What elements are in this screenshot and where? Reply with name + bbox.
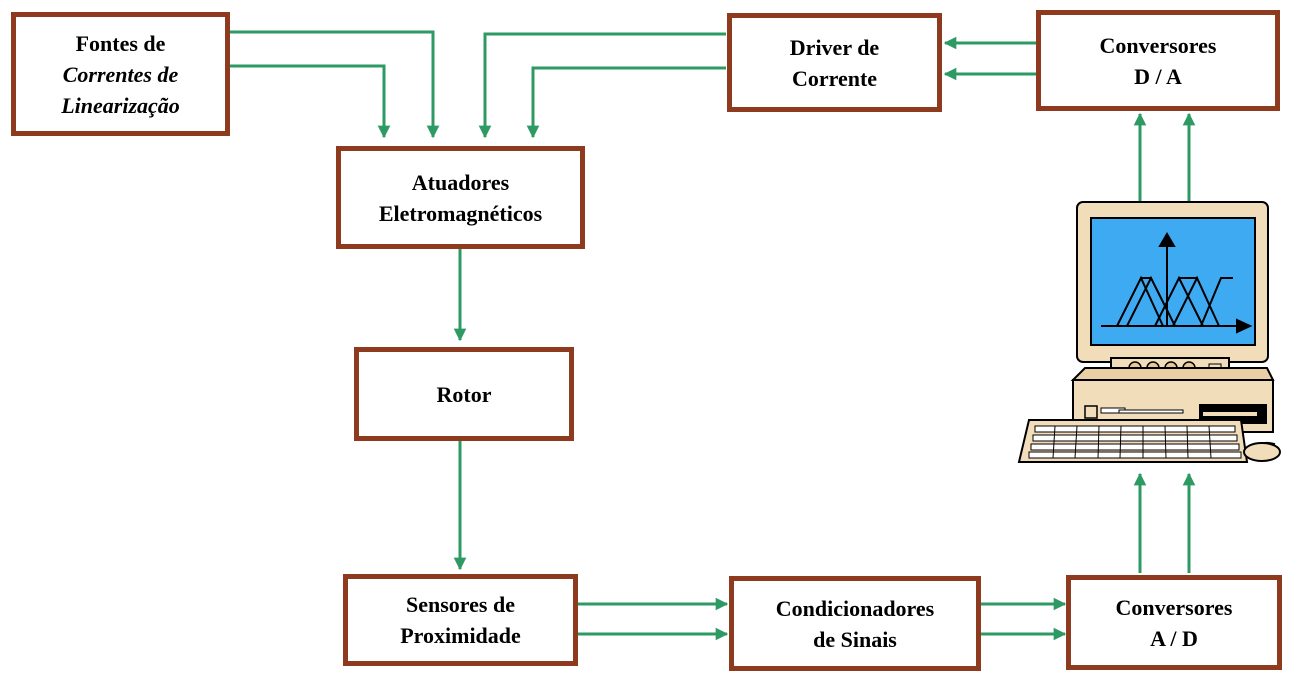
driver-de-corrente-box: Driver de Corrente (727, 13, 942, 112)
keyboard-icon (1017, 419, 1249, 463)
rotor-box: Rotor (354, 347, 574, 441)
condicionadores-label-line1: Condicionadores (775, 595, 935, 621)
sensores-label-line2: Proximidade (400, 623, 521, 648)
driver-label-line2: Corrente (791, 65, 878, 91)
fontes-label-line1: Fontes de (75, 30, 166, 56)
driver-label-line1: Driver de (789, 34, 880, 60)
computer-icon (1017, 201, 1281, 463)
condicionadores-de-sinais-box: Condicionadores de Sinais (729, 576, 981, 671)
conversores-da-label-line1: Conversores (1099, 32, 1217, 58)
atuadores-eletromagneticos-box: Atuadores Eletromagnéticos (336, 146, 585, 249)
atuadores-label-line2: Eletromagnéticos (378, 200, 543, 226)
arrow-driver-to-atuadores-2 (526, 66, 726, 139)
arrow-driver-to-atuadores-1 (478, 32, 726, 139)
condicionadores-label-line2: de Sinais (813, 626, 897, 652)
fontes-label-line2: Correntes de (62, 61, 179, 87)
conversores-ad-box: Conversores A / D (1066, 575, 1282, 670)
conversores-ad-label-line1: Conversores (1115, 594, 1233, 620)
mouse-icon (1243, 441, 1281, 462)
monitor-icon (1076, 201, 1269, 381)
fontes-label-line3: Linearização (61, 92, 180, 118)
conversores-da-label-line2: D / A (1134, 63, 1182, 89)
arrow-fontes-to-atuadores-2 (229, 64, 391, 139)
fuzzy-membership-chart-icon (1101, 232, 1253, 334)
sensores-de-proximidade-box: Sensores de Proximidade (343, 574, 578, 666)
sensores-label-line1: Sensores de (406, 592, 515, 617)
fontes-de-correntes-box: Fontes de Correntes de Linearização (11, 12, 230, 136)
conversores-ad-label-line2: A / D (1150, 625, 1198, 651)
rotor-label: Rotor (436, 381, 492, 407)
atuadores-label-line1: Atuadores (411, 169, 510, 195)
conversores-da-box: Conversores D / A (1036, 10, 1280, 111)
arrow-fontes-to-atuadores-1 (229, 30, 440, 139)
